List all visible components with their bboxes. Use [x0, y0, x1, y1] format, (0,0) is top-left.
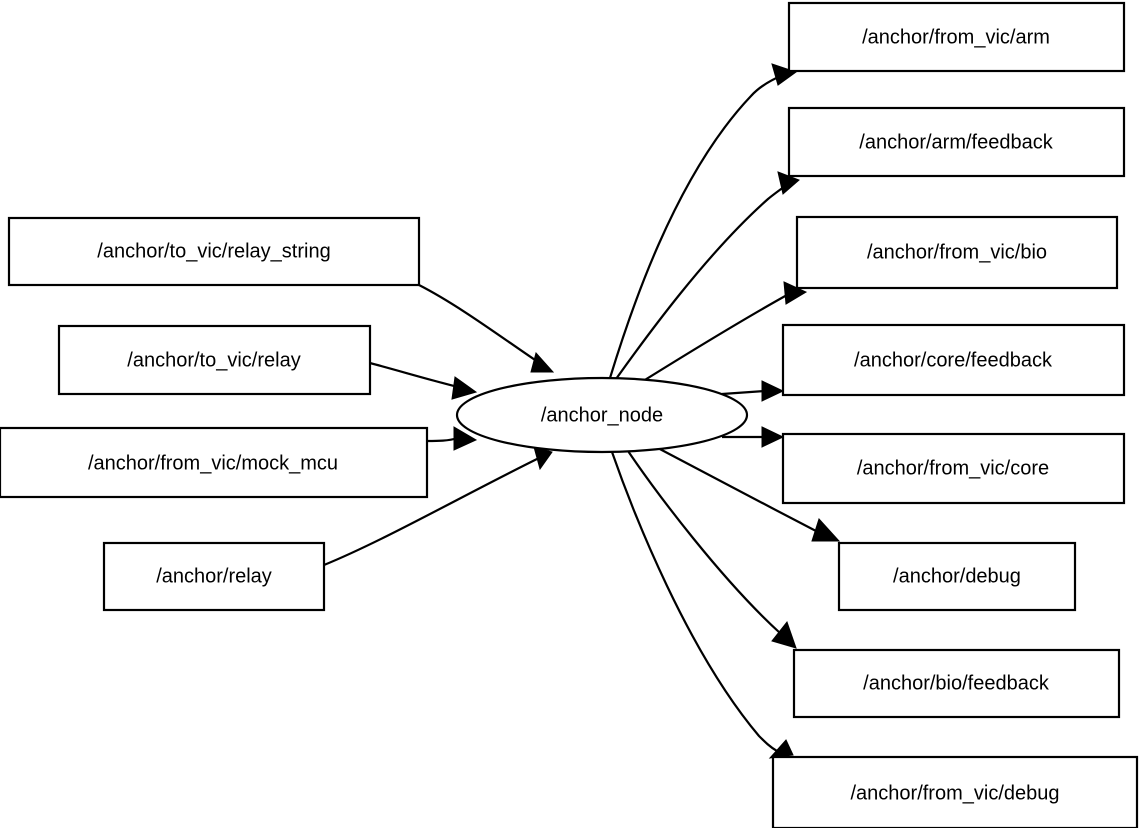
edge-to_vic_relay_string-to-anchor_node: [418, 284, 555, 373]
edge-anchor_node-to-core_feedback: [721, 380, 785, 402]
node-label-from_vic_bio: /anchor/from_vic/bio: [867, 241, 1047, 263]
input-nodes: /anchor/to_vic/relay_string /anchor/to_v…: [0, 216, 429, 612]
node-label-to_vic_relay: /anchor/to_vic/relay: [127, 349, 300, 371]
node-label-anchor_node: /anchor_node: [541, 404, 663, 426]
node-from_vic_arm[interactable]: /anchor/from_vic/arm: [787, 1, 1126, 73]
node-label-relay: /anchor/relay: [156, 565, 272, 587]
node-from_vic_bio[interactable]: /anchor/from_vic/bio: [795, 215, 1119, 290]
node-label-from_vic_core: /anchor/from_vic/core: [857, 457, 1049, 479]
node-label-from_vic_mock_mcu: /anchor/from_vic/mock_mcu: [88, 452, 338, 474]
edge-to_vic_relay-to-anchor_node: [369, 361, 478, 400]
edge-group-inputs: [323, 284, 555, 567]
node-from_vic_core[interactable]: /anchor/from_vic/core: [781, 432, 1126, 505]
node-to_vic_relay_string[interactable]: /anchor/to_vic/relay_string: [7, 216, 421, 287]
edge-anchor_node-to-arm_feedback: [615, 171, 800, 380]
edge-anchor_node-to-debug: [655, 446, 841, 542]
edge-group-outputs: [608, 63, 841, 759]
output-nodes: /anchor/from_vic/arm /anchor/arm/feedbac…: [771, 1, 1139, 828]
node-from_vic_mock_mcu[interactable]: /anchor/from_vic/mock_mcu: [0, 426, 429, 499]
node-label-bio_feedback: /anchor/bio/feedback: [863, 672, 1050, 694]
edge-anchor_node-to-bio_feedback: [627, 450, 797, 649]
node-arm_feedback[interactable]: /anchor/arm/feedback: [787, 106, 1126, 178]
node-core_feedback[interactable]: /anchor/core/feedback: [781, 323, 1126, 397]
node-anchor_node[interactable]: /anchor_node: [455, 376, 749, 454]
edge-anchor_node-to-from_vic_debug: [610, 451, 794, 759]
node-bio_feedback[interactable]: /anchor/bio/feedback: [792, 648, 1121, 719]
node-label-to_vic_relay_string: /anchor/to_vic/relay_string: [97, 240, 330, 262]
edge-anchor_node-to-from_vic_bio: [639, 281, 808, 384]
node-label-arm_feedback: /anchor/arm/feedback: [859, 131, 1053, 153]
node-label-from_vic_arm: /anchor/from_vic/arm: [862, 26, 1050, 48]
node-debug[interactable]: /anchor/debug: [837, 541, 1077, 612]
node-from_vic_debug[interactable]: /anchor/from_vic/debug: [771, 755, 1139, 828]
edge-anchor_node-to-from_vic_arm: [608, 63, 798, 379]
node-relay[interactable]: /anchor/relay: [102, 541, 326, 612]
node-label-debug: /anchor/debug: [893, 565, 1021, 587]
edge-relay-to-anchor_node: [323, 446, 553, 567]
node-to_vic_relay[interactable]: /anchor/to_vic/relay: [57, 324, 372, 396]
node-label-core_feedback: /anchor/core/feedback: [854, 349, 1053, 371]
node-label-from_vic_debug: /anchor/from_vic/debug: [850, 782, 1059, 804]
edge-from_vic_mock_mcu-to-anchor_node: [426, 426, 478, 451]
edge-anchor_node-to-from_vic_core: [722, 426, 785, 448]
